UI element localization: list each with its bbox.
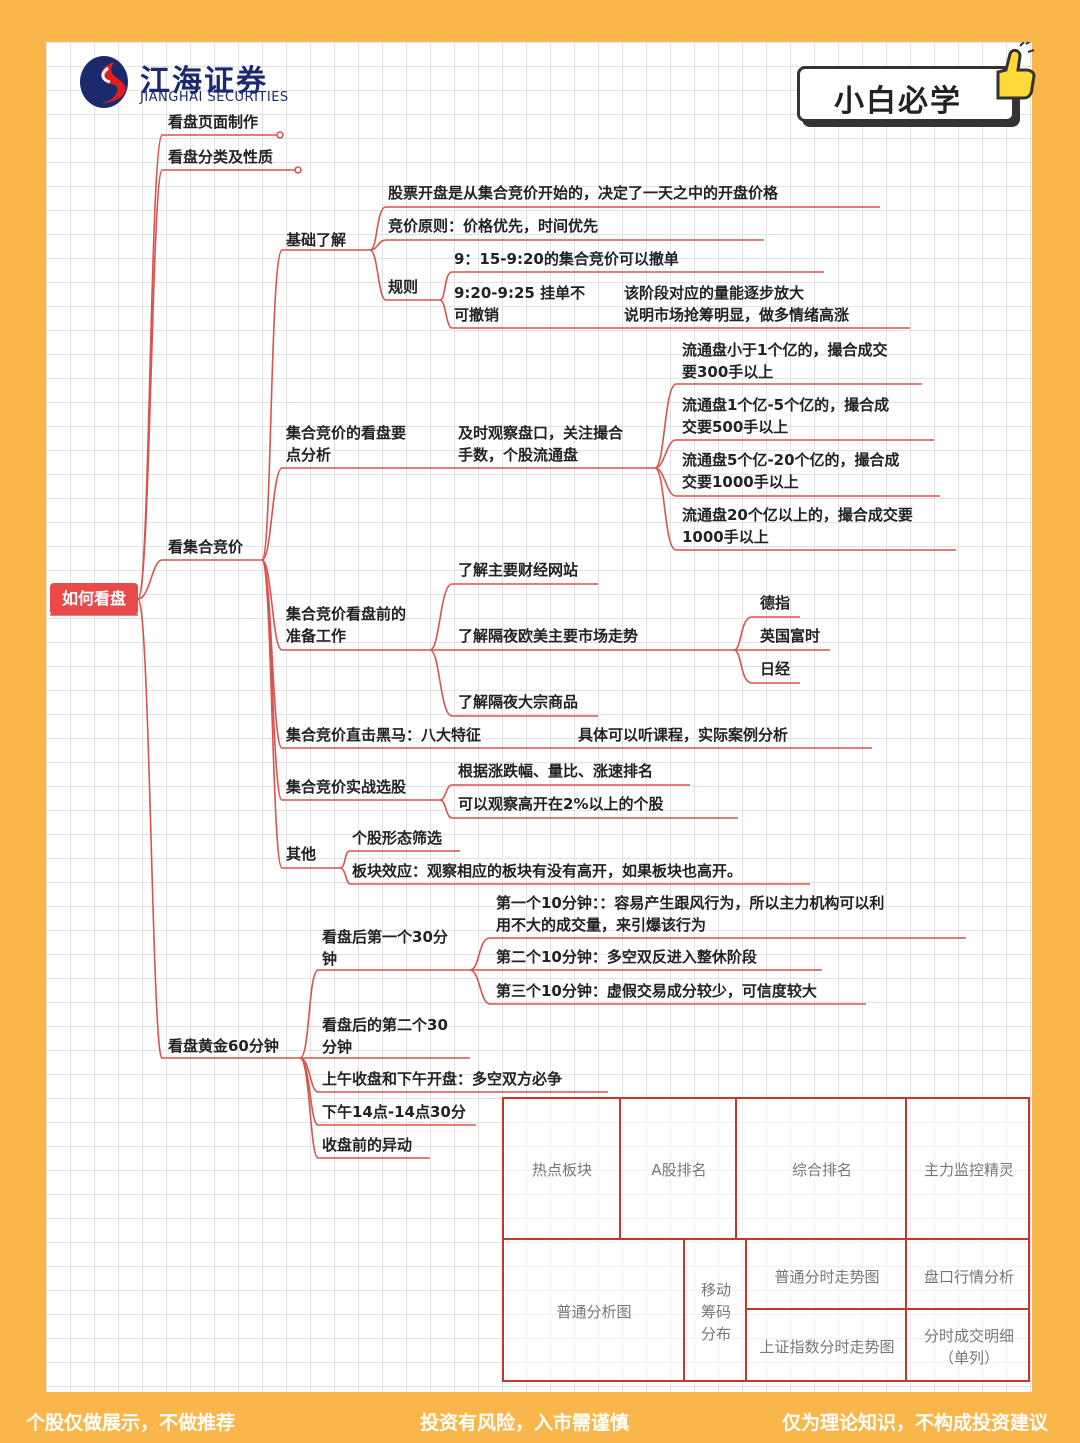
node-dark-horse: 集合竞价直击黑马：八大特征 (286, 726, 482, 744)
cell-intraday: 普通分时走势图 (774, 1267, 880, 1286)
brand-name-en: JIANGHAI SECURITIES (140, 90, 289, 105)
node-f1a: 第一个10分钟：：容易产生跟风行为，所以主力机构可以利 (496, 894, 885, 912)
node-rule-2a: 9:20-9:25 挂单不 (454, 284, 586, 302)
node-close: 收盘前的异动 (322, 1136, 413, 1154)
node-golden: 看盘黄金60分钟 (168, 1037, 279, 1055)
node-first30-b: 钟 (322, 950, 338, 968)
badge-label: 小白必学 (834, 84, 962, 119)
node-page-make: 看盘页面制作 (168, 113, 259, 131)
cell-a-rank: A股排名 (651, 1160, 707, 1179)
node-first30-a: 看盘后第一个30分 (322, 928, 448, 946)
cell-quote: 盘口行情分析 (923, 1267, 1014, 1286)
node-prep-a: 集合竞价看盘前的 (286, 605, 407, 623)
node-principle: 竞价原则：价格优先，时间优先 (388, 217, 599, 235)
cell-monitor: 主力监控精灵 (923, 1160, 1014, 1179)
node-category: 看盘分类及性质 (168, 148, 274, 166)
node-auction: 看集合竞价 (168, 538, 244, 556)
node-cap-2b: 交要500手以上 (682, 418, 789, 436)
node-dax: 德指 (760, 594, 791, 612)
node-f3: 第三个10分钟：虚假交易成分较少，可信度较大 (496, 982, 817, 1000)
node-cap-1b: 要300手以上 (682, 363, 774, 381)
layout-table-grid (502, 1097, 1030, 1382)
node-afternoon: 下午14点-14点30分 (322, 1103, 466, 1121)
node-pick: 集合竞价实战选股 (286, 778, 407, 796)
cell-chip: 移动 筹码 分布 (686, 1241, 746, 1382)
node-cap-3a: 流通盘5个亿-20个亿的，撮合成 (682, 451, 900, 469)
cell-normal: 普通分析图 (556, 1303, 632, 1321)
brand-logo-icon (80, 56, 128, 108)
cell-chip-line-2: 筹码 (700, 1302, 731, 1321)
node-dark-note: 具体可以听课程，实际案例分析 (578, 726, 789, 744)
node-pick-1: 根据涨跌幅、量比、涨速排名 (458, 762, 654, 780)
node-ftse: 英国富时 (760, 627, 821, 645)
node-points-a: 集合竞价的看盘要 (286, 424, 407, 442)
cell-detail-line-1: 分时成交明细 (923, 1326, 1014, 1345)
node-observe-a: 及时观察盘口，关注撮合 (458, 424, 624, 442)
node-cap-2a: 流通盘1个亿-5个亿的，撮合成 (682, 396, 890, 414)
node-rules: 规则 (388, 278, 419, 296)
node-cap-4b: 1000手以上 (682, 528, 769, 546)
cell-sh-index: 上证指数分时走势图 (759, 1338, 895, 1356)
node-pick-2: 可以观察高开在2%以上的个股 (458, 795, 664, 813)
node-rule-note-b: 说明市场抢筹明显，做多情绪高涨 (624, 306, 850, 324)
must-learn-badge: 小白必学 (797, 66, 1015, 122)
cell-chip-line-1: 移动 (700, 1280, 731, 1299)
node-cap-1a: 流通盘小于1个亿的，撮合成交 (682, 341, 888, 359)
footer-left: 个股仅做展示，不做推荐 (26, 1412, 236, 1434)
cell-chip-line-3: 分布 (700, 1324, 731, 1343)
node-rule-note-a: 该阶段对应的量能逐步放大 (624, 284, 805, 302)
node-prep-1: 了解主要财经网站 (458, 561, 579, 579)
node-other-1: 个股形态筛选 (352, 829, 443, 847)
node-noon: 上午收盘和下午开盘：多空双方必争 (322, 1070, 563, 1088)
node-f1b: 用不大的成交量，来引爆该行为 (496, 916, 707, 934)
layout-table: 热点板块 A股排名 综合排名 主力监控精灵 普通分析图 移动 筹码 分布 普通分… (502, 1097, 1030, 1382)
node-cap-3b: 交要1000手以上 (682, 473, 799, 491)
node-prep-3: 了解隔夜大宗商品 (458, 693, 579, 711)
node-f2: 第二个10分钟：多空双反进入整休阶段 (496, 948, 757, 966)
node-observe-b: 手数，个股流通盘 (458, 446, 579, 464)
paper-background (46, 42, 1032, 1392)
node-prep-2: 了解隔夜欧美主要市场走势 (458, 627, 639, 645)
node-second30-b: 分钟 (322, 1038, 353, 1056)
node-nikkei: 日经 (760, 660, 791, 678)
footer-center: 投资有风险，入市需谨慎 (420, 1412, 630, 1434)
cell-hot: 热点板块 (531, 1160, 592, 1179)
node-basics: 基础了解 (286, 231, 347, 249)
node-rule-2b: 可撤销 (454, 306, 500, 324)
brand-logo: 江海证券 JIANGHAI SECURITIES (78, 54, 288, 114)
footer-right: 仅为理论知识，不构成投资建议 (782, 1412, 1049, 1434)
cell-overall: 综合排名 (791, 1160, 852, 1179)
cell-detail-line-2: （单列） (938, 1348, 999, 1367)
node-other: 其他 (286, 845, 317, 863)
cell-detail: 分时成交明细 （单列） (908, 1311, 1030, 1382)
node-rule-1: 9：15-9:20的集合竞价可以撤单 (454, 250, 679, 268)
node-points-b: 点分析 (286, 446, 332, 464)
node-other-2: 板块效应：观察相应的板块有没有高开，如果板块也高开。 (352, 862, 743, 880)
node-cap-4a: 流通盘20个亿以上的，撮合成交要 (682, 506, 913, 524)
mindmap-root: 如何看盘 (50, 583, 138, 615)
node-second30-a: 看盘后的第二个30 (322, 1016, 448, 1034)
node-prep-b: 准备工作 (286, 627, 347, 645)
node-open-price: 股票开盘是从集合竞价开始的，决定了一天之中的开盘价格 (388, 184, 779, 202)
brand-name-cn: 江海证券 (140, 64, 268, 99)
